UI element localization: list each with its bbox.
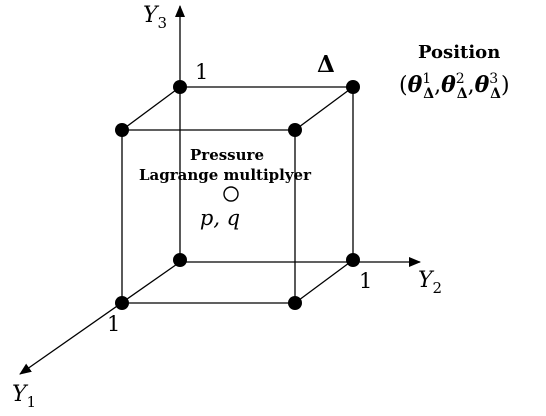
y1-axis-label: Y1 [12, 382, 36, 411]
pressure-node [223, 186, 239, 202]
node [288, 296, 302, 310]
cube-edges [121, 86, 354, 304]
y3-axis-label: Y3 [143, 3, 167, 32]
edge [121, 86, 181, 131]
node [288, 123, 302, 137]
y2-axis-label: Y2 [418, 268, 442, 297]
y1-unit-label: 1 [107, 312, 120, 336]
lagrange-multiplier-label: Lagrange multiplyer [139, 166, 312, 184]
y1-axis [19, 261, 181, 375]
pressure-variables-label: p, q [200, 206, 240, 230]
node [115, 296, 129, 310]
edge [294, 86, 354, 131]
node [115, 123, 129, 137]
edge [294, 259, 354, 304]
y2-unit-label: 1 [359, 269, 372, 293]
node [173, 253, 187, 267]
y3-unit-label: 1 [195, 60, 208, 84]
node [346, 253, 360, 267]
pressure-label: Pressure [190, 146, 264, 164]
node [173, 80, 187, 94]
position-heading: Position [418, 42, 500, 63]
element-delta-label: Δ [317, 51, 335, 78]
cube-nodes [115, 80, 360, 310]
node [346, 80, 360, 94]
